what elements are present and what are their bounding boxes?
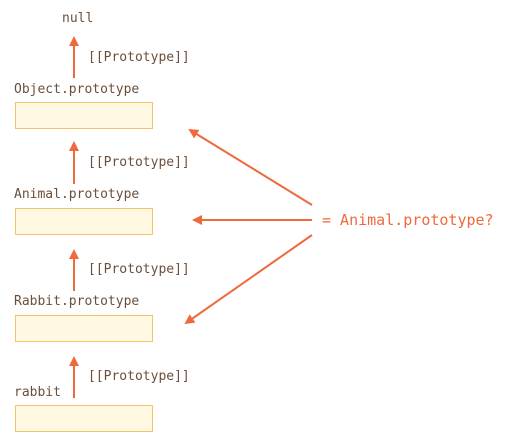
compare-arrow-to-rabbit-prototype xyxy=(184,234,313,325)
prototype-link-label: [[Prototype]] xyxy=(88,155,190,170)
compare-arrow-to-object-prototype xyxy=(188,128,313,206)
object-prototype-label: Object.prototype xyxy=(14,82,140,97)
animal-prototype-box xyxy=(15,208,153,235)
rabbit-prototype-box xyxy=(15,315,153,342)
object-prototype-box xyxy=(15,102,153,129)
prototype-link-label: [[Prototype]] xyxy=(88,369,190,384)
prototype-link-label: [[Prototype]] xyxy=(88,262,190,277)
prototype-link-label: [[Prototype]] xyxy=(88,50,190,65)
animal-prototype-label: Animal.prototype xyxy=(14,187,140,202)
null-label: null xyxy=(62,11,94,26)
rabbit-label: rabbit xyxy=(14,385,61,400)
comparison-question: = Animal.prototype? xyxy=(322,211,494,229)
rabbit-box xyxy=(15,405,153,432)
rabbit-prototype-label: Rabbit.prototype xyxy=(14,294,140,309)
